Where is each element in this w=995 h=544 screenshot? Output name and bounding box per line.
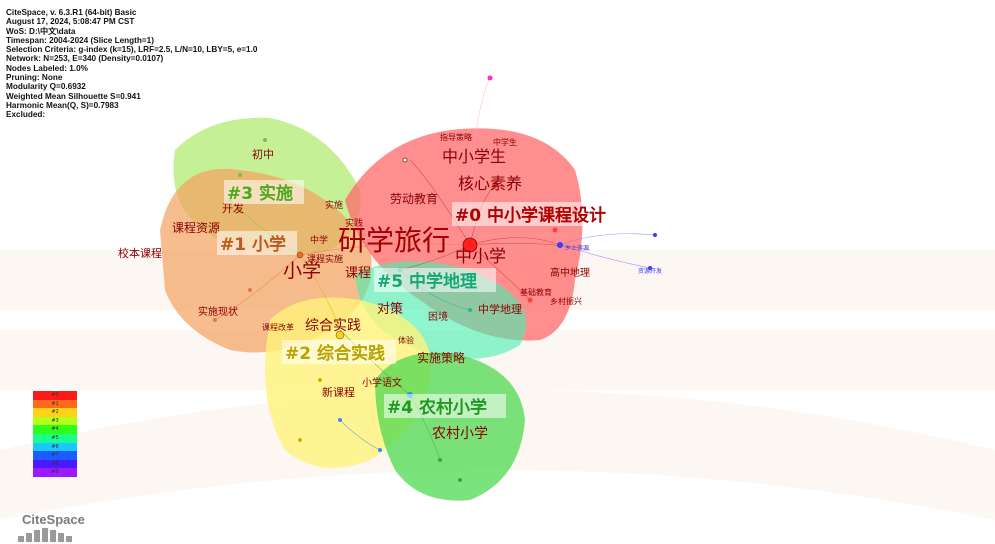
legend-swatch: #0	[33, 391, 77, 400]
node-hub	[462, 237, 478, 253]
keyword-label: 乡村振兴	[550, 296, 582, 306]
info-line: Modularity Q=0.6932	[6, 82, 86, 92]
node	[338, 418, 342, 422]
keyword-label: 实施	[325, 199, 343, 211]
legend-swatch: #9	[33, 468, 77, 477]
info-line: CiteSpace, v. 6.3.R1 (64-bit) Basic	[6, 8, 137, 17]
legend-swatch: #4	[33, 425, 77, 434]
node	[527, 297, 533, 303]
legend-swatch: #6	[33, 442, 77, 452]
node	[296, 251, 304, 259]
node	[552, 227, 558, 233]
legend-swatch: #8	[33, 459, 77, 469]
node	[557, 242, 563, 248]
legend-swatch: #7	[33, 451, 77, 460]
info-line: Selection Criteria: g-index (k=15), LRF=…	[6, 45, 258, 55]
keyword-label: 课程	[345, 266, 371, 281]
info-line: Pruning: None	[6, 73, 63, 83]
keyword-labels: 研学旅行 中小学生 核心素养 劳动教育 中小学 小学 课程 中学地理 高中地理 …	[118, 132, 662, 442]
info-line: Weighted Mean Silhouette S=0.941	[6, 91, 141, 101]
keyword-label: 高中地理	[550, 266, 590, 279]
keyword-label: 实施现状	[198, 305, 238, 318]
keyword-label: 对策	[377, 301, 403, 317]
keyword-label: 课程改革	[262, 322, 294, 332]
node	[298, 438, 302, 442]
keyword-label: 中学生	[493, 137, 517, 147]
info-line: WoS: D:\中文\data	[6, 26, 76, 36]
keyword-label: 困境	[428, 310, 448, 323]
keyword-label: 核心素养	[458, 174, 522, 193]
info-line: Harmonic Mean(Q, S)=0.7983	[6, 100, 119, 110]
info-line: Network: N=253, E=340 (Density=0.0107)	[6, 54, 164, 64]
node	[492, 182, 498, 188]
keyword-label: 新课程	[322, 385, 355, 399]
node	[402, 157, 408, 163]
cluster-hull-4	[375, 352, 525, 501]
network-nodes	[213, 75, 657, 482]
keyword-label: 资源开发	[638, 267, 662, 275]
node	[248, 288, 252, 292]
node	[213, 318, 217, 322]
cluster-labels: #0 中小学课程设计 #1 小学 #2 综合实践 #3 实施 #4 农村小学 #…	[217, 180, 628, 418]
legend-swatch: #2	[33, 408, 77, 417]
node	[438, 458, 442, 462]
node	[378, 448, 382, 452]
cluster-label-3: #3 实施	[227, 183, 293, 204]
legend-swatch: #1	[33, 399, 77, 409]
keyword-label: 农村小学	[432, 426, 488, 442]
cluster-label-2: #2 综合实践	[285, 343, 385, 364]
citespace-logo: CiteSpace	[22, 512, 85, 527]
keyword-label: 开发	[222, 201, 244, 215]
node	[458, 478, 462, 482]
node	[335, 330, 345, 340]
node	[653, 233, 657, 237]
node	[238, 173, 242, 177]
legend-swatch: #3	[33, 416, 77, 426]
info-line: Timespan: 2004-2024 (Slice Length=1)	[6, 35, 154, 45]
node	[263, 138, 267, 142]
node	[468, 308, 472, 312]
keyword-label: 指导策略	[440, 132, 472, 142]
keyword-label: 综合实践	[305, 318, 361, 334]
keyword-label: 小学语文	[362, 376, 402, 389]
keyword-label: 中小学	[455, 247, 506, 267]
keyword-label: 中学	[310, 234, 328, 246]
keyword-label: 课程资源	[172, 220, 220, 235]
keyword-label: 实践	[345, 217, 363, 229]
node	[648, 266, 652, 270]
keyword-label: 校本课程	[118, 246, 162, 260]
keyword-label: 基础教育	[520, 287, 552, 297]
keyword-label: 中学地理	[478, 302, 522, 316]
info-line: Excluded:	[6, 110, 46, 120]
cluster-label-5: #5 中学地理	[377, 271, 477, 292]
cluster-label-1: #1 小学	[220, 234, 286, 255]
info-line: Nodes Labeled: 1.0%	[6, 63, 88, 73]
cluster-label-0: #0 中小学课程设计	[455, 205, 606, 226]
keyword-label: 体验	[398, 335, 414, 345]
cluster-color-legend: #0 #1 #2 #3 #4 #5 #6 #7 #8 #9	[33, 391, 77, 477]
node	[318, 378, 322, 382]
logo-graphic	[18, 528, 72, 542]
keyword-label: 小学	[283, 260, 321, 282]
cluster-label-4: #4 农村小学	[387, 397, 487, 418]
keyword-label: 中小学生	[442, 147, 506, 166]
keyword-label: 乡土资源	[565, 244, 589, 252]
keyword-label: 初中	[252, 147, 274, 161]
info-line: August 17, 2024, 5:08:47 PM CST	[6, 17, 135, 27]
keyword-label: 实施策略	[417, 350, 465, 365]
keyword-label: 课程实施	[307, 253, 343, 265]
keyword-label: 研学旅行	[338, 224, 450, 257]
node	[487, 75, 493, 81]
legend-swatch: #5	[33, 433, 77, 443]
keyword-label: 劳动教育	[390, 191, 438, 206]
analysis-info-panel: CiteSpace, v. 6.3.R1 (64-bit) Basic Augu…	[6, 8, 257, 120]
